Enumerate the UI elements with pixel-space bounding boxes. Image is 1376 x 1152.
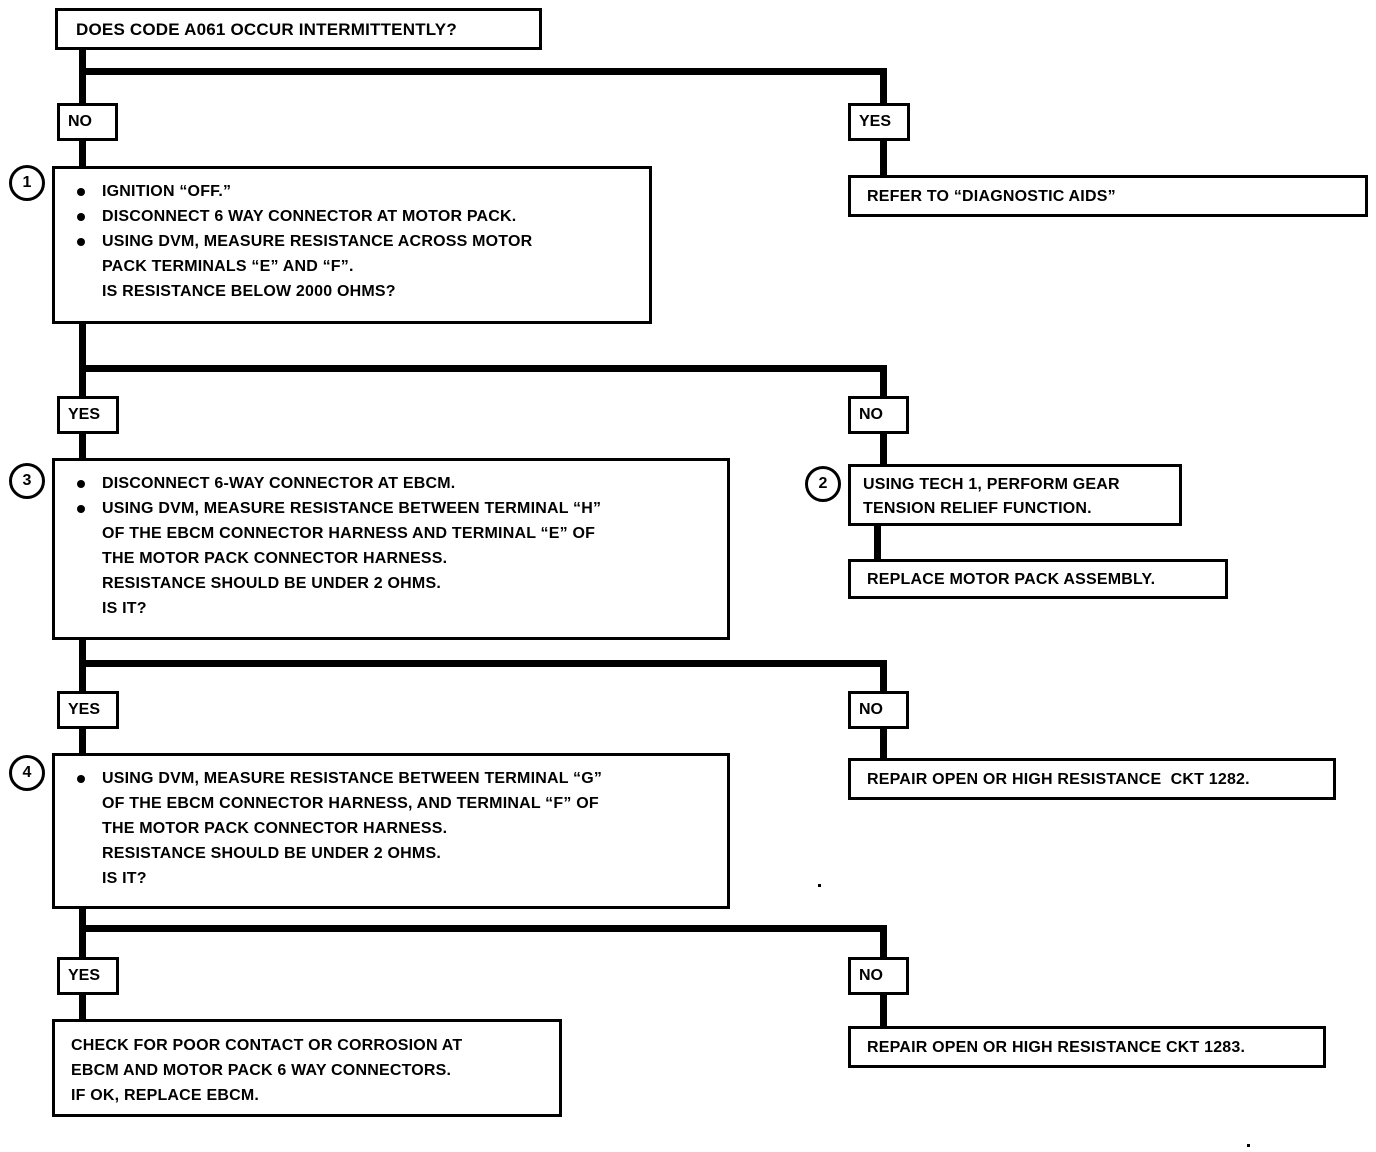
connector-split-3-right-drop — [880, 660, 887, 692]
step-4-line-3: THE MOTOR PACK CONNECTOR HARNESS. — [102, 820, 448, 837]
branch-label-yes-1-text: YES — [859, 113, 892, 130]
prompt-box-code-a061: DOES CODE A061 OCCUR INTERMITTENTLY? — [55, 8, 542, 50]
connector-no-3-to-repair1282 — [880, 727, 887, 759]
step-2-line-1: USING TECH 1, PERFORM GEAR — [863, 476, 1120, 493]
repair-ckt-1282-text: REPAIR OPEN OR HIGH RESISTANCE CKT 1282. — [867, 770, 1250, 788]
branch-label-yes-3: YES — [57, 691, 119, 729]
connector-no-1-to-step1 — [79, 139, 86, 169]
connector-prompt-stem — [79, 48, 86, 110]
step-3-bullet-1: DISCONNECT 6-WAY CONNECTOR AT EBCM. — [69, 471, 719, 496]
repair-ckt-1283-box: REPAIR OPEN OR HIGH RESISTANCE CKT 1283. — [848, 1026, 1326, 1068]
replace-motor-pack-box: REPLACE MOTOR PACK ASSEMBLY. — [848, 559, 1228, 599]
connector-step2-to-replace — [874, 524, 881, 561]
connector-step3-stem — [79, 638, 86, 712]
branch-label-no-2: NO — [848, 396, 909, 434]
connector-split-2-right-drop — [880, 365, 887, 401]
connector-step4-stem — [79, 907, 86, 977]
connector-split-1-right-drop — [880, 68, 887, 108]
repair-ckt-1283-text: REPAIR OPEN OR HIGH RESISTANCE CKT 1283. — [867, 1038, 1246, 1056]
step-1-box: IGNITION “OFF.” DISCONNECT 6 WAY CONNECT… — [52, 166, 652, 324]
step-number-3: 3 — [9, 463, 45, 499]
prompt-text: DOES CODE A061 OCCUR INTERMITTENTLY? — [76, 20, 457, 39]
branch-label-no-4: NO — [848, 957, 909, 995]
step-3-box: DISCONNECT 6-WAY CONNECTOR AT EBCM. USIN… — [52, 458, 730, 640]
step-number-4: 4 — [9, 755, 45, 791]
connector-split-4 — [79, 925, 887, 932]
step-4-box: USING DVM, MEASURE RESISTANCE BETWEEN TE… — [52, 753, 730, 909]
final-check-box: CHECK FOR POOR CONTACT OR CORROSION AT E… — [52, 1019, 562, 1117]
step-2-box: USING TECH 1, PERFORM GEAR TENSION RELIE… — [848, 464, 1182, 526]
branch-label-no-1: NO — [57, 103, 118, 141]
step-1-line-4: PACK TERMINALS “E” AND “F”. — [102, 258, 354, 275]
step-number-1: 1 — [9, 165, 45, 201]
branch-label-no-1-text: NO — [68, 113, 92, 130]
connector-split-4-right-drop — [880, 925, 887, 958]
step-4-bullet-1: USING DVM, MEASURE RESISTANCE BETWEEN TE… — [69, 766, 719, 791]
connector-yes-4-to-final — [79, 993, 86, 1022]
scan-speck-3 — [1247, 1144, 1250, 1147]
branch-label-yes-2: YES — [57, 396, 119, 434]
step-number-3-text: 3 — [22, 472, 32, 489]
connector-step1-stem — [79, 322, 86, 400]
step-3-bullet-2: USING DVM, MEASURE RESISTANCE BETWEEN TE… — [69, 496, 719, 521]
diagnostic-aids-text: REFER TO “DIAGNOSTIC AIDS” — [867, 187, 1116, 205]
branch-label-no-2-text: NO — [859, 406, 883, 423]
branch-label-no-4-text: NO — [859, 967, 883, 984]
branch-label-yes-3-text: YES — [68, 701, 101, 718]
step-4-line-2: OF THE EBCM CONNECTOR HARNESS, AND TERMI… — [102, 795, 599, 812]
connector-yes-2-to-step3 — [79, 432, 86, 460]
step-number-4-text: 4 — [22, 764, 32, 781]
connector-yes-1-to-aids — [880, 139, 887, 176]
connector-split-1 — [79, 68, 887, 75]
repair-ckt-1282-box: REPAIR OPEN OR HIGH RESISTANCE CKT 1282. — [848, 758, 1336, 800]
step-1-bullet-3: USING DVM, MEASURE RESISTANCE ACROSS MOT… — [69, 229, 641, 254]
branch-label-no-3: NO — [848, 691, 909, 729]
branch-label-no-3-text: NO — [859, 701, 883, 718]
scan-speck-2 — [818, 884, 821, 887]
step-3-line-4: THE MOTOR PACK CONNECTOR HARNESS. — [102, 550, 448, 567]
step-number-2-text: 2 — [818, 475, 828, 492]
step-2-line-2: TENSION RELIEF FUNCTION. — [863, 500, 1092, 517]
final-check-line-2: EBCM AND MOTOR PACK 6 WAY CONNECTORS. — [71, 1062, 452, 1079]
connector-no-2-to-step2 — [880, 432, 887, 465]
step-1-bullet-2: DISCONNECT 6 WAY CONNECTOR AT MOTOR PACK… — [69, 204, 641, 229]
diagnostic-aids-box: REFER TO “DIAGNOSTIC AIDS” — [848, 175, 1368, 217]
connector-split-2 — [79, 365, 887, 372]
final-check-line-3: IF OK, REPLACE EBCM. — [71, 1087, 260, 1104]
branch-label-yes-2-text: YES — [68, 406, 101, 423]
step-number-1-text: 1 — [22, 174, 32, 191]
replace-motor-pack-text: REPLACE MOTOR PACK ASSEMBLY. — [867, 570, 1156, 588]
step-1-line-5: IS RESISTANCE BELOW 2000 OHMS? — [102, 283, 396, 300]
step-4-line-4: RESISTANCE SHOULD BE UNDER 2 OHMS. — [102, 845, 441, 862]
branch-label-yes-1: YES — [848, 103, 910, 141]
step-3-line-3: OF THE EBCM CONNECTOR HARNESS AND TERMIN… — [102, 525, 596, 542]
step-number-2: 2 — [805, 466, 841, 502]
connector-yes-3-to-step4 — [79, 727, 86, 755]
step-4-line-5: IS IT? — [102, 870, 147, 887]
step-3-line-5: RESISTANCE SHOULD BE UNDER 2 OHMS. — [102, 575, 441, 592]
step-1-bullet-1: IGNITION “OFF.” — [69, 179, 641, 204]
branch-label-yes-4: YES — [57, 957, 119, 995]
branch-label-yes-4-text: YES — [68, 967, 101, 984]
connector-split-3 — [79, 660, 887, 667]
connector-no-4-to-repair1283 — [880, 993, 887, 1026]
final-check-line-1: CHECK FOR POOR CONTACT OR CORROSION AT — [71, 1037, 463, 1054]
step-3-line-6: IS IT? — [102, 600, 147, 617]
